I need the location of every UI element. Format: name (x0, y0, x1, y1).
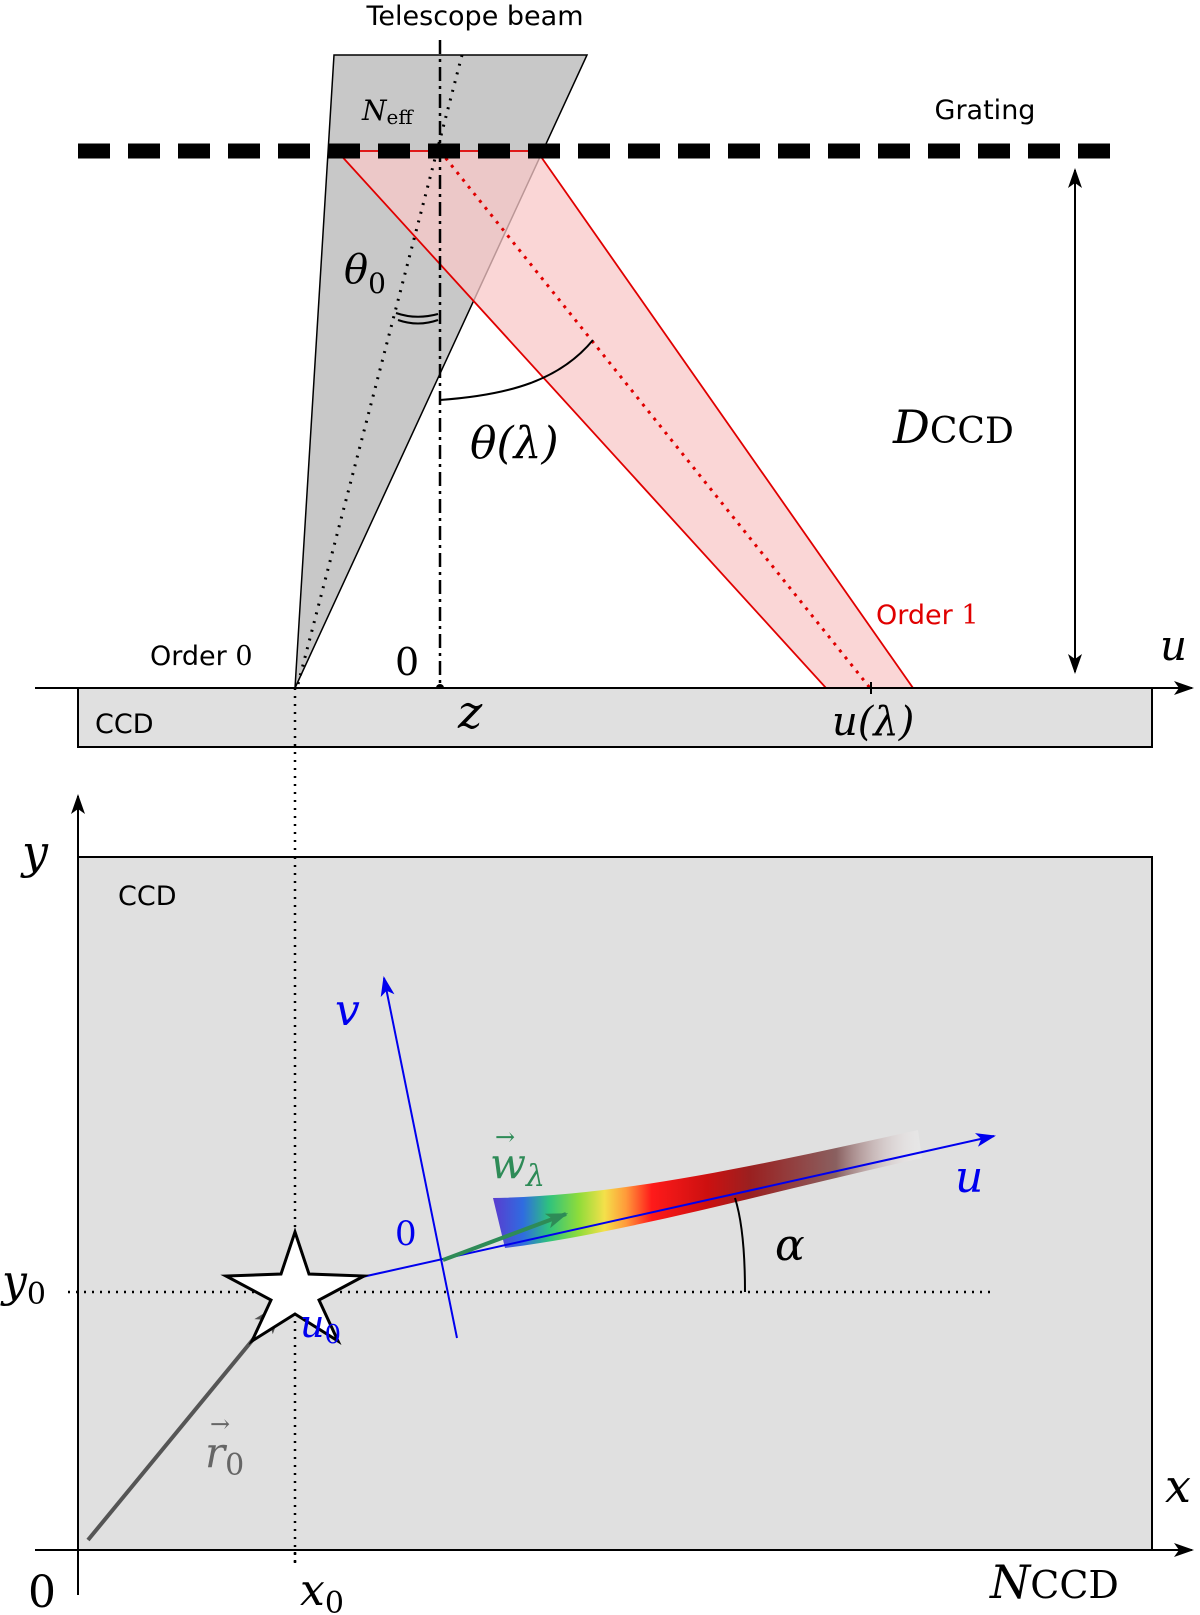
w-lambda-label: wλ (490, 1139, 545, 1194)
x0-label: x0 (300, 1565, 344, 1615)
spectrum-band (493, 1130, 922, 1248)
zero-rotated-label: 0 (395, 1214, 417, 1254)
theta-lambda-label: θ(λ) (470, 418, 559, 469)
grating-label: Grating (935, 95, 1036, 126)
order1-label: Order 1 (876, 600, 979, 631)
order1-center-ray (438, 150, 872, 689)
u-lambda-label: u(λ) (832, 699, 914, 745)
zero-top-label: 0 (395, 640, 419, 684)
y0-label: y0 (0, 1256, 46, 1312)
ccd-bottom-label: CCD (118, 881, 177, 912)
z-axis-label: z (457, 685, 483, 739)
r0-vector-accent: → (210, 1410, 230, 1438)
order1-cone (334, 150, 915, 689)
n-ccd-label: NCCD (989, 1555, 1119, 1609)
alpha-arc (734, 1197, 746, 1293)
theta-lambda-arc (439, 339, 594, 401)
u0-label: u0 (300, 1302, 341, 1350)
u-axis-top-label: u (1160, 621, 1187, 670)
star-icon (220, 1227, 370, 1345)
ccd-top-label: CCD (95, 709, 154, 740)
theta0-arc (395, 312, 439, 325)
u-axis-bottom (294, 1133, 996, 1293)
order0-label: Order 0 (150, 641, 253, 672)
w-lambda-vector (442, 1212, 569, 1262)
origin-label: 0 (28, 1567, 56, 1615)
n-eff-label: Neff (361, 94, 414, 129)
v-axis-label: v (335, 985, 360, 1036)
telescope-beam-label: Telescope beam (366, 1, 584, 32)
u-axis-bottom-label: u (955, 1152, 983, 1203)
y-axis-label: y (20, 825, 49, 879)
x-axis-label: x (1165, 1459, 1191, 1513)
d-ccd-label: DCCD (892, 400, 1014, 454)
ccd-side-view (77, 687, 1153, 748)
w-lambda-vector-accent: → (495, 1123, 515, 1151)
alpha-label: α (775, 1220, 805, 1271)
r0-label: r0 (205, 1428, 244, 1483)
theta0-label: θ0 (344, 247, 386, 300)
beam-center-ray (295, 54, 464, 689)
v-axis (380, 976, 458, 1339)
